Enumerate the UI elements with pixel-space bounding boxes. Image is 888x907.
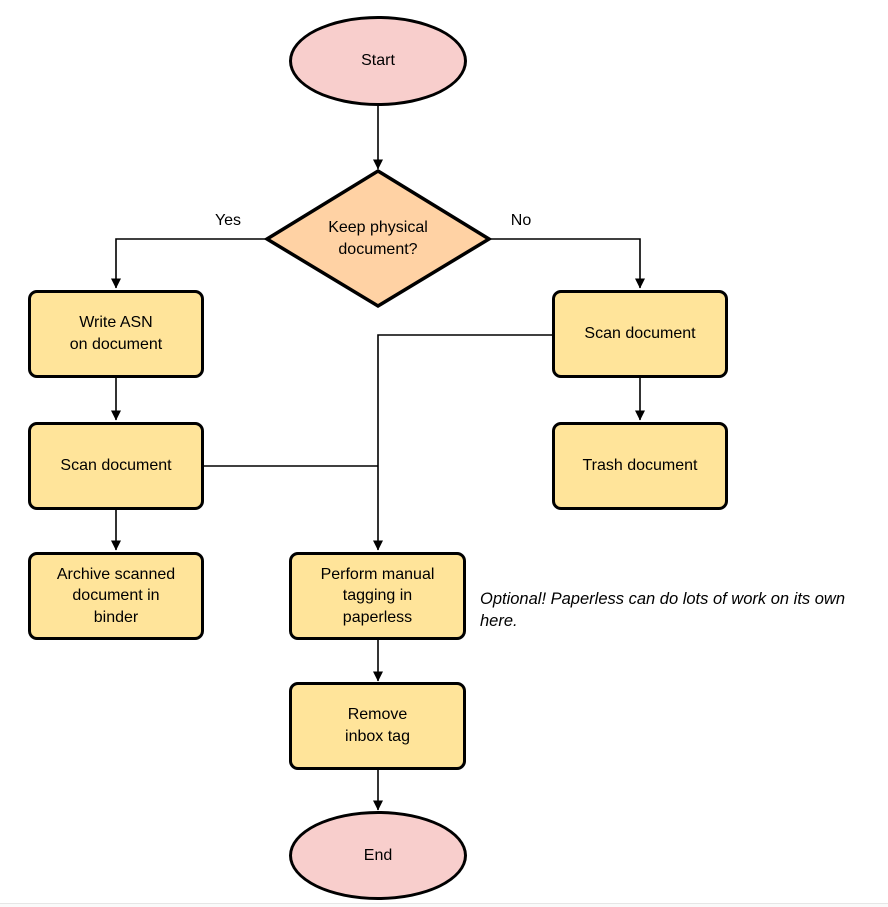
end-node: End <box>289 811 467 900</box>
edge-label-yes: Yes <box>214 212 242 229</box>
scan-document-right-node: Scan document <box>552 290 728 378</box>
optional-annotation-text: Optional! Paperless can do lots of work … <box>480 590 846 630</box>
remove-inbox-tag-node: Remove inbox tag <box>289 682 466 770</box>
edge-scan-right-to-tagging <box>373 334 552 551</box>
trash-document-node: Trash document <box>552 422 728 510</box>
decision-node-label: Keep physical document? <box>328 219 428 258</box>
write-asn-node: Write ASN on document <box>28 290 204 378</box>
archive-document-node: Archive scanned document in binder <box>28 552 204 640</box>
edge-label-no: No <box>510 212 532 229</box>
scan-document-left-node: Scan document <box>28 422 204 510</box>
edge-decision-no-to-scan-right <box>489 238 645 289</box>
start-node: Start <box>289 16 467 106</box>
manual-tagging-node: Perform manual tagging in paperless <box>289 552 466 640</box>
edge-decision-yes-to-write-asn <box>111 238 267 289</box>
decision-node-shape <box>263 168 493 309</box>
bottom-edge-divider <box>0 903 888 907</box>
